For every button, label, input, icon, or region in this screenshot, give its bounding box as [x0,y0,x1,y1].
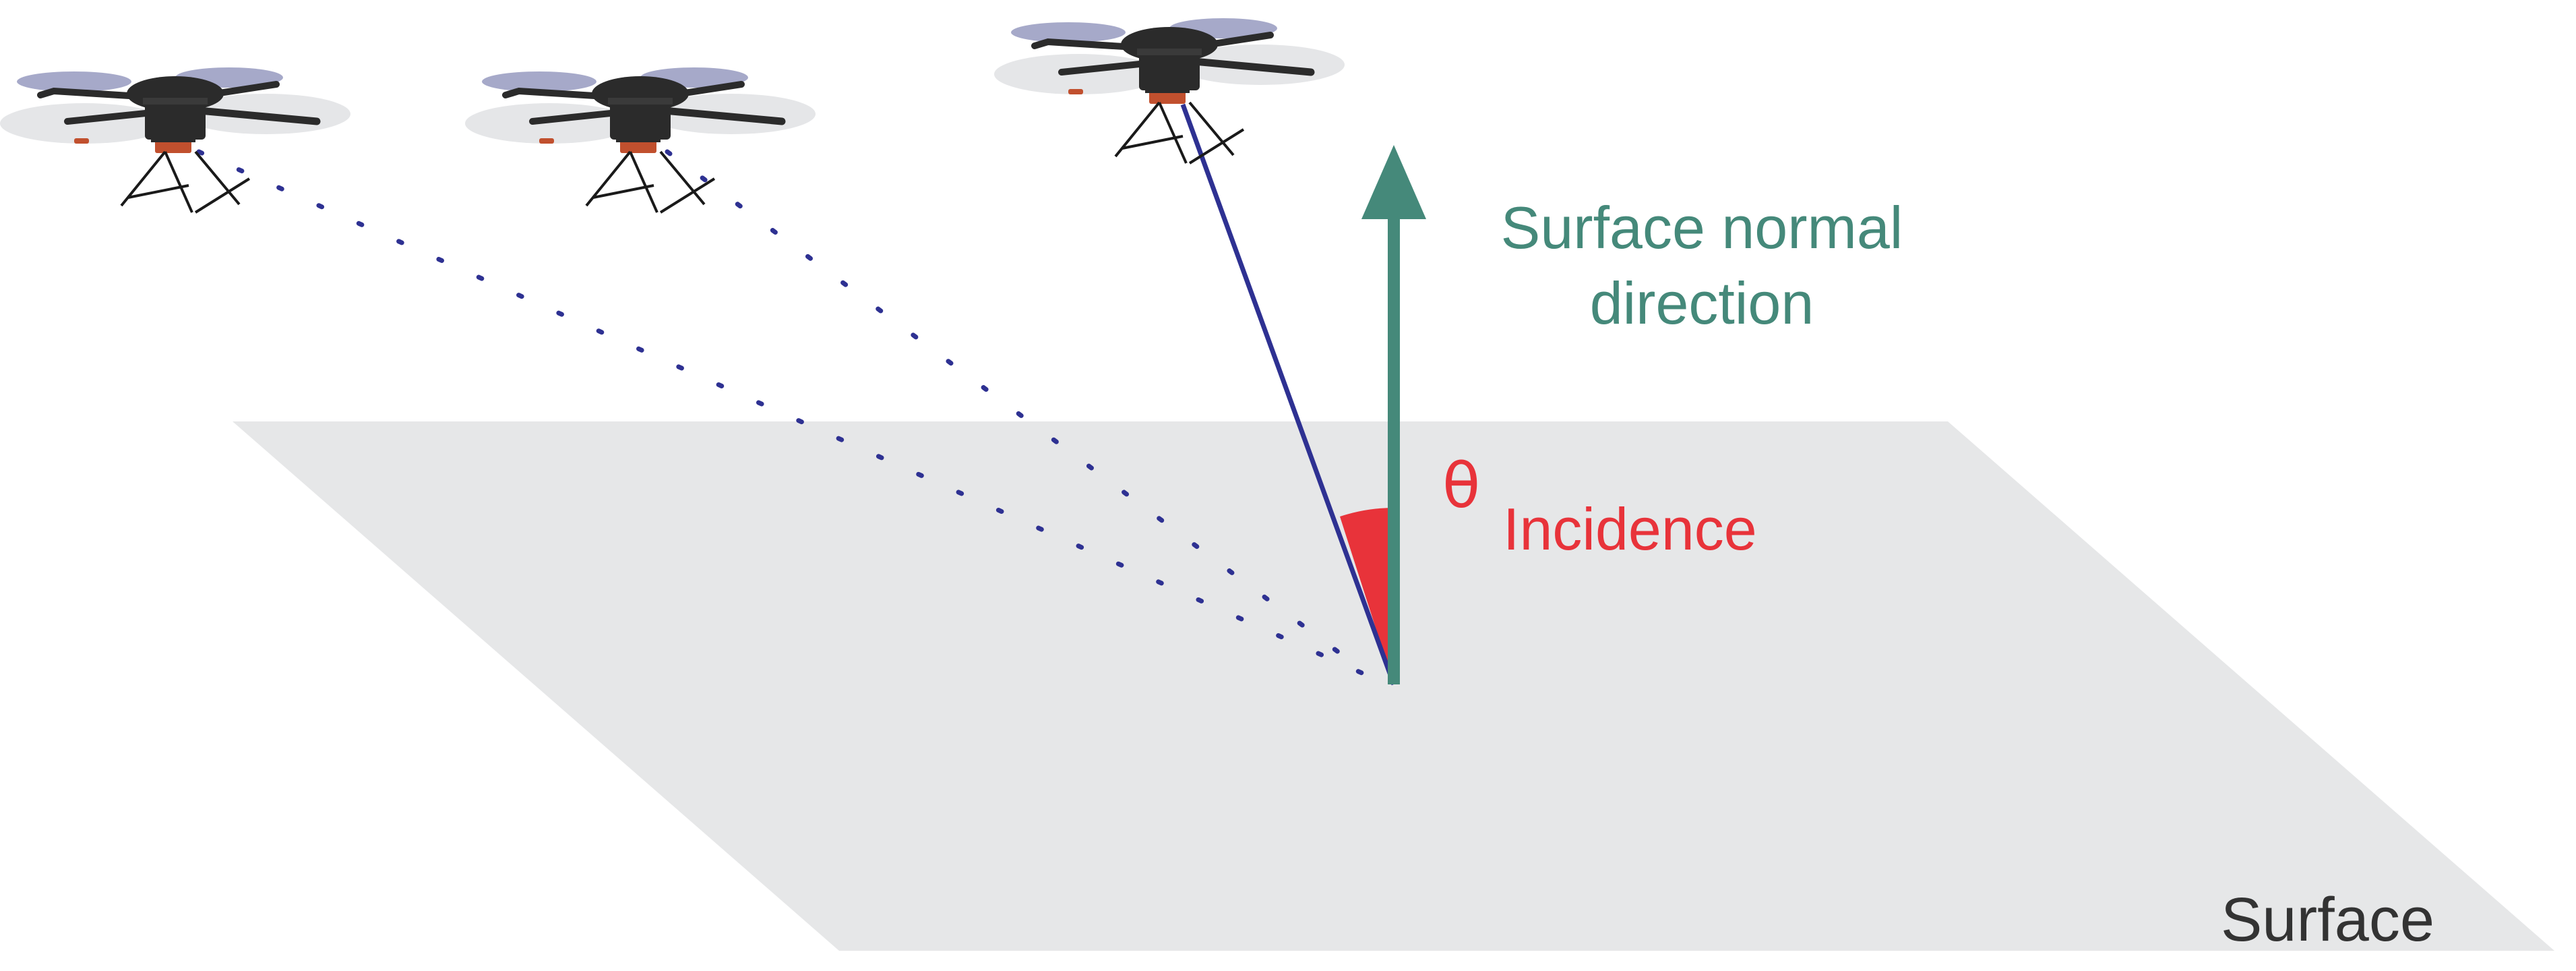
view-ray [1180,103,1397,686]
angle-label: Incidence [1503,496,1757,562]
surface-plane [233,421,2554,951]
normal-label-line2: direction [1590,270,1814,336]
surface-normal-arrowhead [1361,145,1426,219]
dotted-view-ray-middle [665,149,1371,677]
drone-icon [465,67,816,212]
surface-label: Surface [2221,885,2434,954]
angle-symbol: θ [1442,450,1480,522]
incidence-angle-wedge [1340,508,1394,684]
drone-icon [0,67,350,212]
normal-label-line1: Surface normal [1501,194,1903,261]
drone-icon [994,18,1345,163]
